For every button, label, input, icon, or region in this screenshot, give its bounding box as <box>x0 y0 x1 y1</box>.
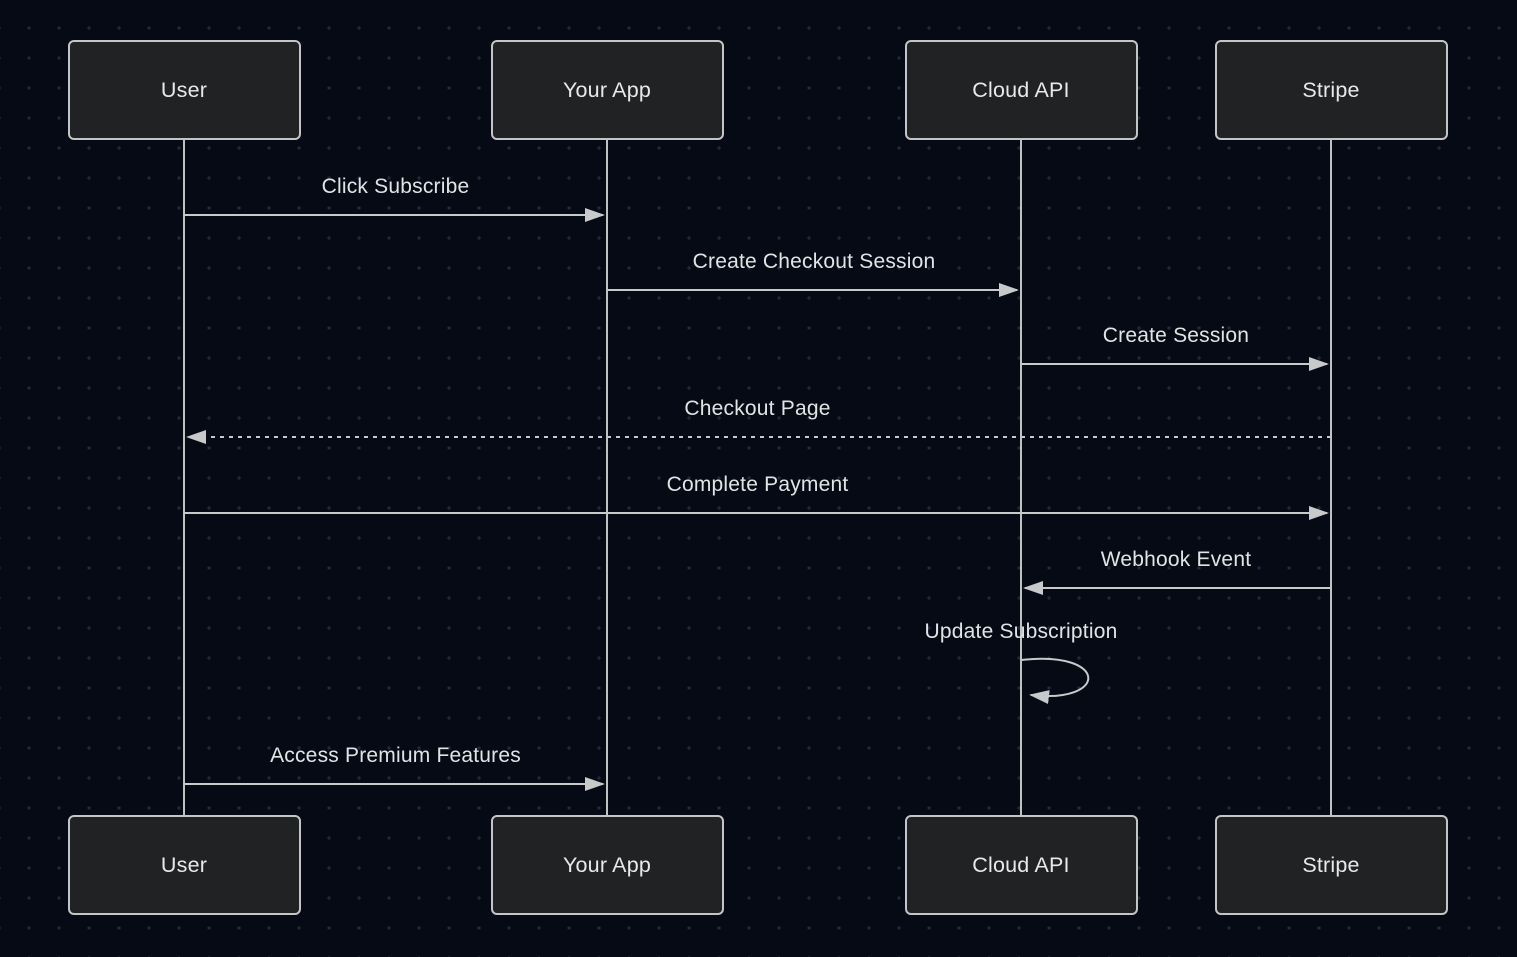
message-label-create-checkout-session: Create Checkout Session <box>692 250 936 273</box>
actor-box-stripe-top: Stripe <box>1214 40 1448 140</box>
actor-box-cloud-api-bottom: Cloud API <box>904 815 1138 915</box>
actor-label-stripe: Stripe <box>1302 852 1360 877</box>
actor-label-stripe: Stripe <box>1302 77 1360 102</box>
actor-box-cloud-api-top: Cloud API <box>904 40 1138 140</box>
actor-box-user-top: User <box>67 40 301 140</box>
message-label-complete-payment: Complete Payment <box>666 473 849 496</box>
actor-label-user: User <box>160 852 208 877</box>
actor-box-your-app-top: Your App <box>490 40 724 140</box>
message-label-checkout-page: Checkout Page <box>684 397 831 420</box>
actor-label-your-app: Your App <box>562 852 652 877</box>
actor-box-stripe-bottom: Stripe <box>1214 815 1448 915</box>
message-label-create-session: Create Session <box>1102 324 1250 347</box>
actor-label-cloud-api: Cloud API <box>972 77 1070 102</box>
actor-label-your-app: Your App <box>562 77 652 102</box>
message-label-click-subscribe: Click Subscribe <box>321 175 470 198</box>
message-label-access-premium-features: Access Premium Features <box>270 744 521 767</box>
actor-box-your-app-bottom: Your App <box>490 815 724 915</box>
actor-label-user: User <box>160 77 208 102</box>
message-label-update-subscription: Update Subscription <box>924 620 1118 643</box>
actor-box-user-bottom: User <box>67 815 301 915</box>
actor-label-cloud-api: Cloud API <box>972 852 1070 877</box>
message-label-webhook-event: Webhook Event <box>1100 548 1252 571</box>
